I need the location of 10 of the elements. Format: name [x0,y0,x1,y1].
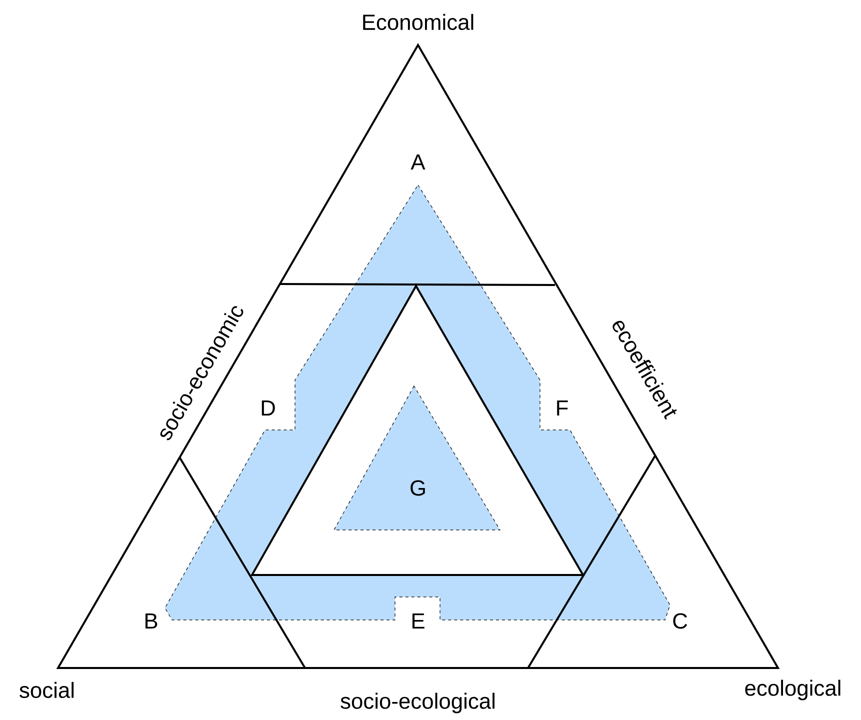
region-letter: D [262,400,275,416]
region-letter: B [146,613,158,629]
region-letter: A [410,154,426,170]
side-label: socio-ecological [340,692,494,714]
corner-label: Economical [363,14,474,30]
region-letter: F [557,400,568,416]
region-letter: E [412,613,424,629]
corner-label: ecological [745,680,840,700]
region-letter: C [673,613,688,629]
corner-label: social [20,682,74,698]
